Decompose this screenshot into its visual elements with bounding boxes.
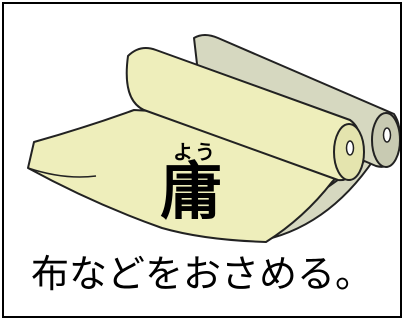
front-roll-core	[345, 140, 355, 156]
caption-text: 布などをおさめる。	[30, 252, 373, 296]
furigana-reading: よう	[173, 140, 217, 164]
back-roll-core	[382, 127, 392, 143]
kanji-character: 庸	[159, 155, 222, 228]
cloth-rolls-icon	[27, 34, 400, 243]
front-cloth-fold	[27, 167, 97, 178]
